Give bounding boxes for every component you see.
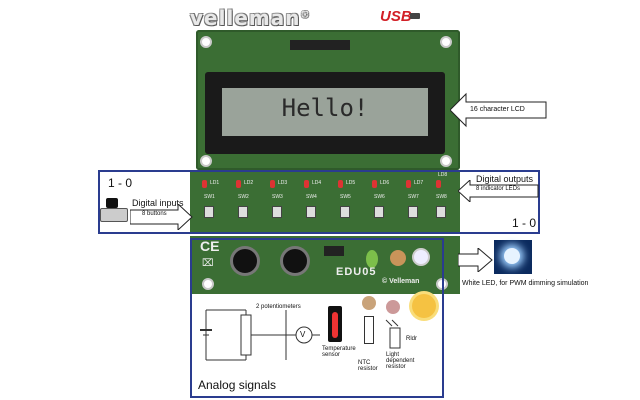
switch-button[interactable] [374, 206, 384, 218]
lcd-text: Hello! [281, 94, 369, 122]
ldr-label: Light dependent resistor [386, 352, 415, 370]
pin-header [290, 40, 350, 50]
digital-inputs-title: Digital inputs [132, 198, 184, 208]
mount-hole-icon [200, 155, 212, 167]
switch-label: SW4 [306, 194, 317, 200]
thermometer-icon [328, 306, 342, 342]
white-led-annotation: White LED, for PWM dimming simulation [462, 280, 589, 287]
ntc-label: NTC resistor [358, 360, 378, 372]
potentiometer-schematic [200, 309, 320, 361]
pcb-board-middle [190, 172, 460, 234]
switch-label: SW5 [340, 194, 351, 200]
led-label: LD4 [312, 180, 322, 186]
switch-label: SW6 [374, 194, 385, 200]
board-model: EDU05 [336, 266, 377, 278]
analog-signals-box [190, 238, 444, 398]
outputs-arrow-icon [458, 180, 539, 202]
ntc-schematic-icon [364, 316, 374, 344]
mount-hole-icon [440, 36, 452, 48]
digital-left-code: 1 - 0 [108, 176, 133, 190]
led-7 [406, 180, 411, 188]
ldr-symbol: Rldr [406, 336, 418, 342]
led-label: LD6 [380, 180, 390, 186]
switch-button[interactable] [340, 206, 350, 218]
voltmeter-symbol: V [300, 330, 306, 339]
board-maker: © Velleman [382, 278, 420, 285]
led-5 [338, 180, 343, 188]
switch-button[interactable] [306, 206, 316, 218]
sensor-chip [324, 246, 344, 256]
digital-right-code: 1 - 0 [512, 216, 537, 230]
thermometer-mercury [332, 312, 338, 338]
recycle-bin-icon: ⌧ [202, 258, 214, 269]
button-graphic-icon [100, 208, 128, 222]
lcd-screen [222, 88, 428, 136]
switch-button[interactable] [238, 206, 248, 218]
led-label: LD1 [210, 180, 220, 186]
usb-logo: USB [380, 8, 412, 25]
white-led-arrow-icon [458, 248, 493, 272]
glowing-led-icon [504, 248, 520, 264]
potentiometer-2[interactable] [280, 246, 310, 276]
led-label: LD5 [346, 180, 356, 186]
digital-inputs-sub: 8 buttons [142, 211, 167, 217]
sun-icon [412, 294, 436, 318]
mount-hole-icon [440, 155, 452, 167]
switch-label: SW1 [204, 194, 215, 200]
ntc-component-icon [366, 250, 378, 268]
usb-plug-icon [410, 13, 420, 19]
ldr-schematic-icon [385, 319, 401, 349]
switch-button[interactable] [436, 206, 446, 218]
inputs-arrow-icon [130, 204, 193, 230]
velleman-logo: velleman® [190, 6, 311, 30]
switch-button[interactable] [204, 206, 214, 218]
led-label: LD8 [438, 172, 448, 178]
digital-io-box [98, 170, 540, 234]
switch-button[interactable] [408, 206, 418, 218]
led-1 [202, 180, 207, 188]
mount-hole-icon [202, 278, 214, 290]
led-label: LD7 [414, 180, 424, 186]
switch-label: SW7 [408, 194, 419, 200]
lcd-annotation: 16 character LCD [470, 106, 525, 113]
led-8 [436, 180, 441, 188]
switch-label: SW2 [238, 194, 249, 200]
mount-hole-icon [200, 36, 212, 48]
white-led-component-icon [412, 248, 430, 266]
switch-label: SW8 [436, 194, 447, 200]
white-led-photo [494, 240, 532, 274]
analog-title: Analog signals [198, 378, 277, 392]
ce-mark-icon: CE [200, 238, 220, 254]
led-4 [304, 180, 309, 188]
io-row: LD1 LD2 LD3 LD4 LD5 LD6 LD7 LD8 SW1 SW2 … [198, 172, 448, 230]
led-2 [236, 180, 241, 188]
led-label: LD3 [278, 180, 288, 186]
led-3 [270, 180, 275, 188]
ldr-photo-icon [386, 300, 400, 314]
led-6 [372, 180, 377, 188]
ntc-photo-icon [362, 296, 376, 310]
switch-button[interactable] [272, 206, 282, 218]
temp-sensor-label: Temperature sensor [322, 346, 356, 358]
led-label: LD2 [244, 180, 254, 186]
ldr-component-icon [390, 250, 406, 266]
button-cap-icon [106, 198, 118, 208]
lcd-arrow-icon [450, 92, 547, 128]
digital-outputs-sub: 8 indicator LEDs [476, 186, 521, 192]
digital-outputs-title: Digital outputs [476, 174, 534, 184]
potentiometer-1[interactable] [230, 246, 260, 276]
switch-label: SW3 [272, 194, 283, 200]
pots-label: 2 potentiometers [256, 304, 301, 310]
